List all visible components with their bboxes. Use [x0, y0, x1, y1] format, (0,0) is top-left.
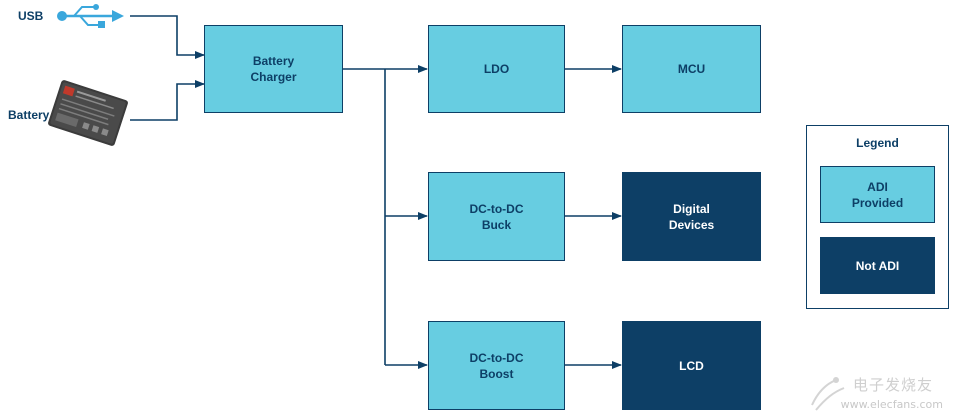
dc-dc-boost-block: DC-to-DC Boost — [428, 321, 565, 410]
ldo-block: LDO — [428, 25, 565, 113]
usb-label: USB — [18, 9, 44, 23]
battery-icon — [48, 80, 128, 146]
battery-charger-block: Battery Charger — [204, 25, 343, 113]
mcu-block: MCU — [622, 25, 761, 113]
battery-to-charger-line — [130, 80, 205, 121]
legend-adi-provided: ADI Provided — [820, 166, 935, 223]
legend-title: Legend — [856, 136, 899, 150]
battery-label: Battery — [8, 108, 50, 122]
legend-not-adi: Not ADI — [820, 237, 935, 294]
watermark: 电子发烧友 www.elecfans.com — [797, 367, 947, 413]
legend: Legend ADI Provided Not ADI — [806, 125, 949, 309]
digital-devices-block: Digital Devices — [622, 172, 761, 261]
watermark-url-text: www.elecfans.com — [840, 398, 943, 411]
usb-to-charger-line — [130, 15, 205, 59]
usb-icon — [57, 4, 124, 28]
dc-dc-buck-block: DC-to-DC Buck — [428, 172, 565, 261]
watermark-logo-icon — [811, 377, 845, 411]
lcd-block: LCD — [622, 321, 761, 410]
watermark-cn-text: 电子发烧友 — [852, 376, 933, 394]
